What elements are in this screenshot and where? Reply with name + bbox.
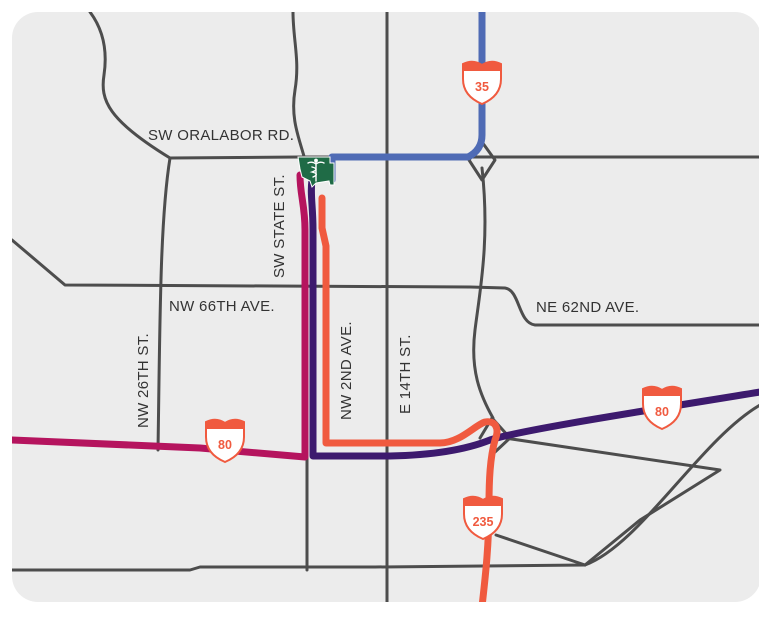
road-southeast xyxy=(503,436,722,567)
road-35-corridor xyxy=(472,166,495,420)
route-orange xyxy=(318,194,501,602)
route-blue xyxy=(328,12,486,184)
shield-i80-east: 80 xyxy=(642,385,682,431)
street-labels: SW ORALABOR RD. SW STATE ST. NW 66TH AVE… xyxy=(135,127,639,428)
label-nw26: NW 26TH ST. xyxy=(135,333,152,428)
shield-i235-number: 235 xyxy=(473,515,494,529)
road-southeast-inner xyxy=(494,533,587,567)
shield-i80-west: 80 xyxy=(205,418,245,464)
label-nw2: NW 2ND AVE. xyxy=(338,321,355,420)
shield-i80-east-number: 80 xyxy=(655,405,669,419)
road-north-winding xyxy=(88,12,172,160)
shield-i35-number: 35 xyxy=(475,80,489,94)
hospital-marker[interactable] xyxy=(297,156,335,188)
label-ne62: NE 62ND AVE. xyxy=(536,299,639,316)
road-state-north xyxy=(291,12,307,162)
shield-i235: 235 xyxy=(463,495,503,541)
shield-i35: 35 xyxy=(462,60,502,106)
label-oralabor: SW ORALABOR RD. xyxy=(148,127,294,144)
road-interchange-80 xyxy=(478,416,512,454)
label-state: SW STATE ST. xyxy=(271,174,288,278)
road-nw26 xyxy=(156,156,172,452)
road-66th xyxy=(12,238,759,327)
route-magenta xyxy=(12,171,309,461)
caduceus-icon xyxy=(307,158,325,182)
shield-i80-west-number: 80 xyxy=(218,438,232,452)
label-nw66: NW 66TH AVE. xyxy=(169,298,275,315)
route-purple xyxy=(307,176,759,460)
label-e14: E 14TH ST. xyxy=(397,334,414,414)
routes xyxy=(12,12,759,602)
